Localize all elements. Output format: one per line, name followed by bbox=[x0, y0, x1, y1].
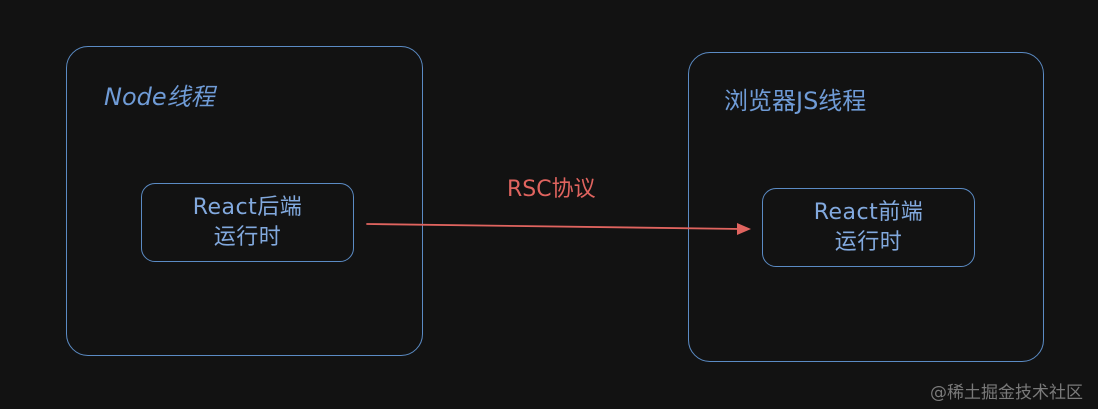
rsc-arrow-line bbox=[366, 223, 743, 230]
browser-thread-container bbox=[688, 52, 1044, 362]
watermark: @稀土掘金技术社区 bbox=[930, 383, 1083, 403]
frontend-label-line2: 运行时 bbox=[834, 229, 903, 255]
rsc-protocol-label: RSC协议 bbox=[507, 177, 596, 202]
node-thread-container bbox=[66, 46, 423, 356]
backend-label-line2: 运行时 bbox=[213, 224, 282, 250]
backend-label-line1: React后端 bbox=[192, 194, 303, 220]
frontend-label-line1: React前端 bbox=[813, 199, 924, 225]
react-frontend-runtime-box: React前端 运行时 bbox=[762, 188, 975, 267]
react-backend-runtime-box: React后端 运行时 bbox=[141, 183, 354, 262]
browser-thread-title: 浏览器JS线程 bbox=[724, 87, 867, 115]
node-thread-title: Node线程 bbox=[104, 83, 215, 111]
